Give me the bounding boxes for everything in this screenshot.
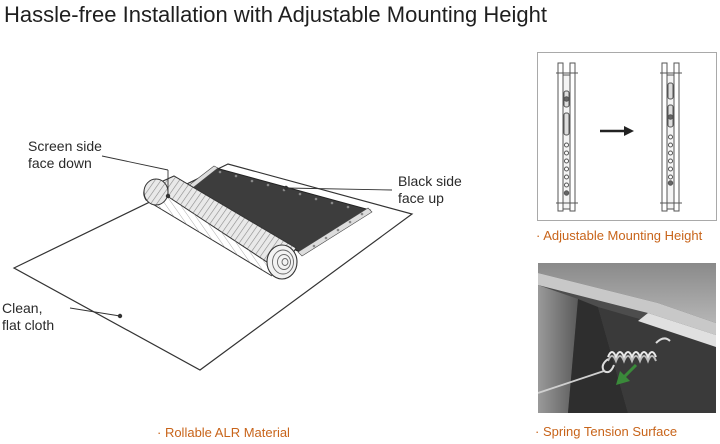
label-black-side: Black side face up: [398, 173, 462, 207]
mounting-height-figure: [537, 52, 717, 221]
screen-roll: [143, 175, 298, 280]
arrow-right: [600, 126, 634, 136]
label-screen-side-text: Screen side face down: [28, 138, 102, 171]
caption-spring: · Spring Tension Surface: [535, 424, 678, 439]
caption-rollable: · Rollable ALR Material: [157, 425, 290, 440]
caption-adjustable: · Adjustable Mounting Height: [536, 228, 703, 243]
black-side-surface: [174, 165, 373, 257]
page-title: Hassle-free Installation with Adjustable…: [4, 2, 547, 27]
spring-coil: [607, 351, 657, 364]
label-cloth: Clean, flat cloth: [2, 300, 54, 334]
spring-tension-photo: [538, 263, 716, 413]
spring-photo-render: [538, 263, 716, 413]
label-cloth-text: Clean, flat cloth: [2, 300, 55, 333]
bracket-right: [660, 62, 682, 212]
bracket-diagram: [556, 62, 682, 212]
label-black-side-text: Black side face up: [398, 173, 462, 206]
label-screen-side: Screen side face down: [28, 138, 102, 172]
bracket-left: [556, 62, 578, 212]
green-arrow: [616, 363, 638, 385]
